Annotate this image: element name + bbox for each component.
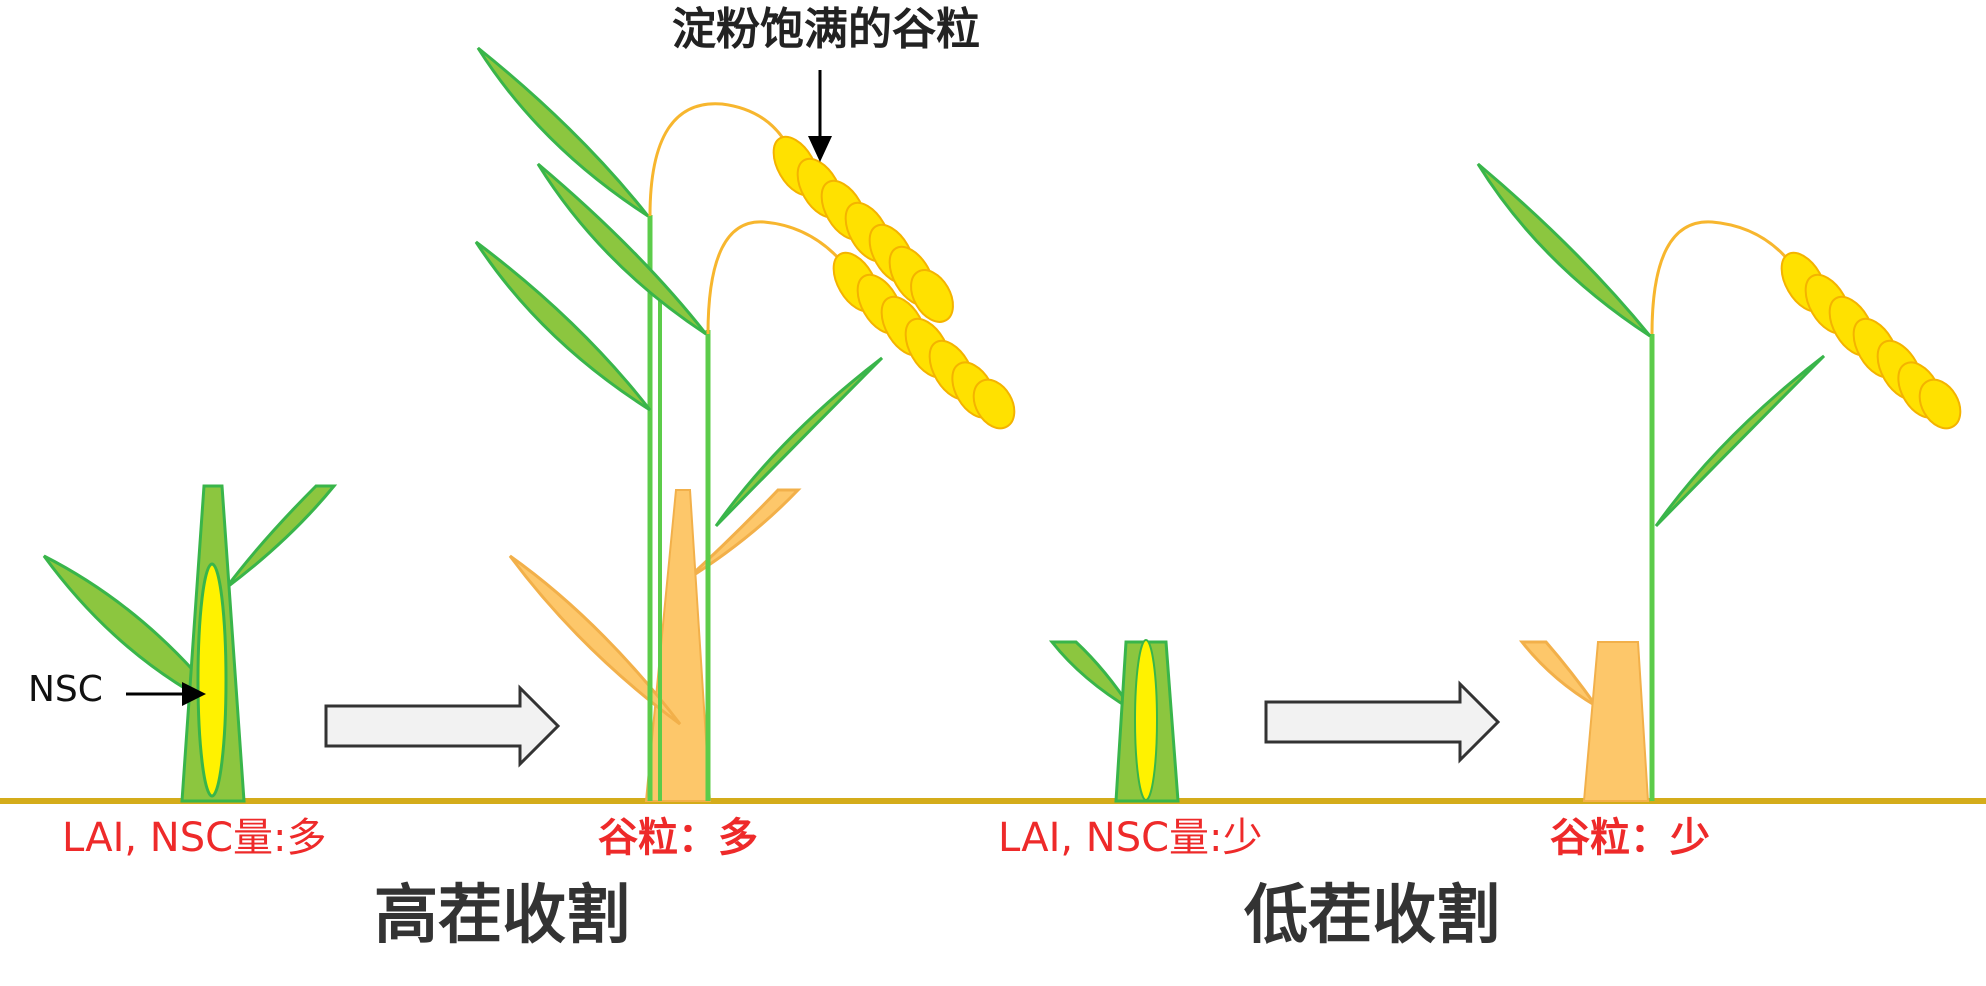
- block-arrow-right-icon: [324, 684, 561, 768]
- plant-low-stubble-young: [1048, 639, 1180, 803]
- leaf: [476, 46, 650, 218]
- low-stubble-grain-label: 谷粒：少: [1550, 815, 1710, 861]
- pointer-arrow-head: [182, 682, 206, 706]
- leaf: [536, 162, 708, 336]
- panicle-stalk: [648, 102, 792, 217]
- nsc-label: NSC: [28, 669, 103, 710]
- plant-low-stubble-mature: [1476, 162, 1962, 802]
- panicle: [832, 251, 1016, 430]
- leaf: [1476, 162, 1652, 338]
- filled-grain-label: 淀粉饱满的谷粒: [672, 4, 980, 55]
- high-stubble-lai-nsc-label: LAI, NSC量:多: [62, 815, 327, 861]
- stubble-leaf: [1518, 640, 1598, 708]
- panicle-stalk: [706, 220, 844, 335]
- low-stubble-lai-nsc-label: LAI, NSC量:少: [998, 815, 1263, 861]
- plant-high-stubble-mature: [474, 46, 1016, 802]
- leaf: [474, 240, 652, 412]
- pointer-arrow-head: [808, 136, 832, 162]
- leaf: [1654, 354, 1826, 528]
- low-stubble-title: 低茬收割: [1244, 879, 1500, 953]
- panicle: [772, 135, 954, 323]
- leaf: [1048, 640, 1134, 712]
- nsc-storage: [1134, 639, 1158, 801]
- nsc-storage: [196, 562, 228, 798]
- high-stubble-title: 高茬收割: [374, 879, 630, 953]
- panicle: [1780, 251, 1962, 430]
- stubble-leaf: [508, 554, 682, 726]
- leaf: [224, 484, 338, 590]
- plant-high-stubble-young: [42, 484, 338, 803]
- stubble-leaf: [684, 488, 802, 582]
- leaf: [714, 356, 884, 528]
- block-arrow-right-icon: [1264, 680, 1501, 764]
- stubble: [1582, 641, 1650, 802]
- panicle-stalk: [1650, 220, 1792, 335]
- stubble: [644, 489, 712, 802]
- high-stubble-grain-label: 谷粒：多: [598, 815, 758, 861]
